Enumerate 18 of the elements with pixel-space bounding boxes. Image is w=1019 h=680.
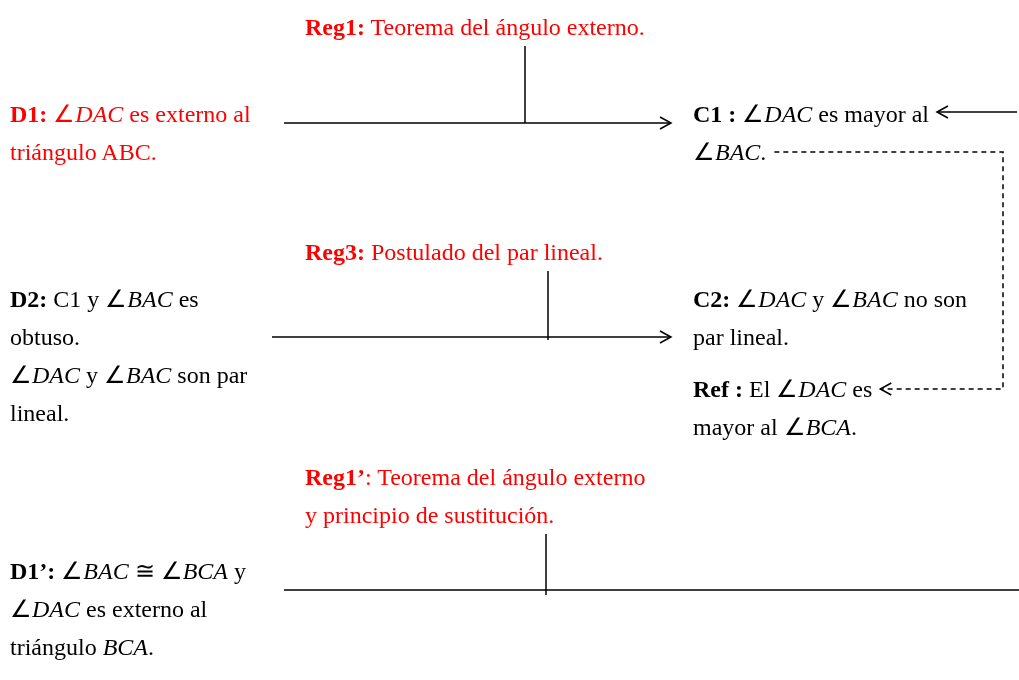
leader-line xyxy=(547,270,549,341)
arrow xyxy=(283,116,672,130)
claim-text: C1 : ∠DAC es mayor al ∠BAC. xyxy=(693,95,975,171)
datum-text: D1’: ∠BAC ≅ ∠BCA y ∠DAC es externo al triángulo BCA. xyxy=(10,552,272,666)
rebuttal-text: Ref : El ∠DAC es mayor al ∠BCA. xyxy=(693,370,893,446)
warrant-text: Reg3: Postulado del par lineal. xyxy=(305,233,675,271)
datum-text: ∠DAC y ∠BAC son par lineal. xyxy=(10,361,249,428)
claim-text: C2: ∠DAC y ∠BAC no son par lineal. xyxy=(693,280,978,356)
datum-text: D1: ∠DAC es externo al triángulo ABC. xyxy=(10,95,272,171)
warrant-text: Reg1’: Teorema del ángulo externo y principio de sustitución. xyxy=(305,458,650,534)
leader-line xyxy=(545,533,547,596)
line xyxy=(283,589,1019,591)
arrow xyxy=(936,105,1018,119)
datum-text: D2: C1 y ∠BAC es obtuso. xyxy=(10,285,200,352)
arrow xyxy=(773,151,1004,396)
warrant-text: Reg1: Teorema del ángulo externo. xyxy=(305,8,650,46)
leader-line xyxy=(524,45,526,124)
arrow xyxy=(271,330,672,344)
